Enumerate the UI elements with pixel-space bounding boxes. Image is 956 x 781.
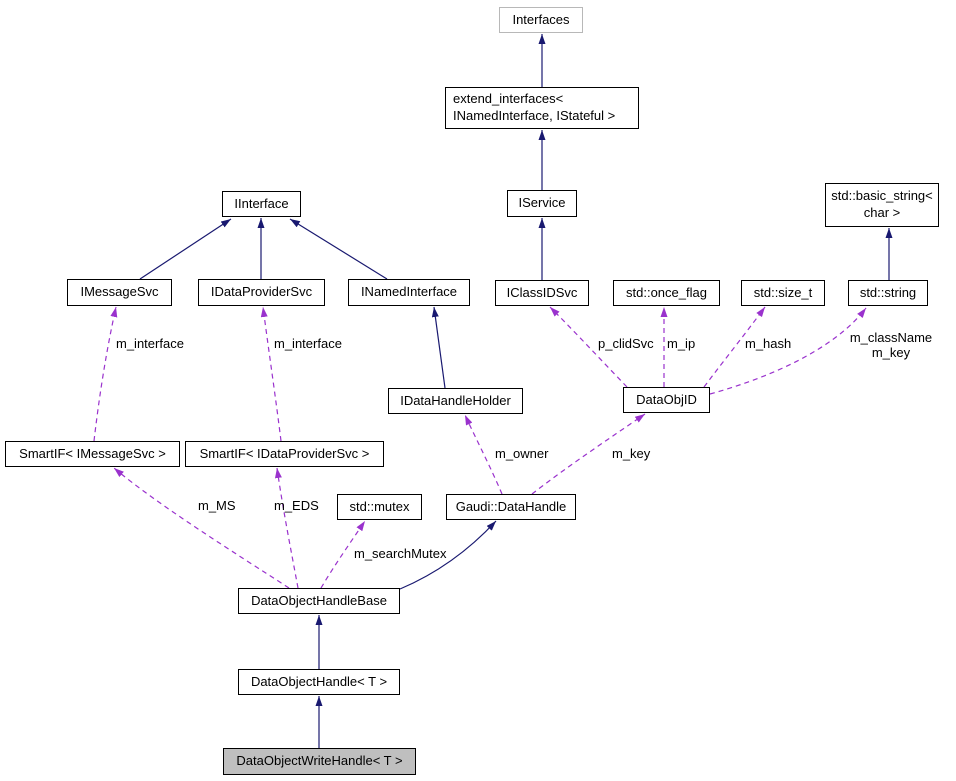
- node-idataprovidersvc-label: IDataProviderSvc: [210, 284, 313, 300]
- edge-label-m-ms: m_MS: [198, 498, 236, 513]
- node-smartif-imessagesvc[interactable]: SmartIF< IMessageSvc >: [5, 441, 180, 467]
- edge-m-searchmutex-to-std-mutex: [320, 520, 366, 589]
- node-std-basic-string: std::basic_string< char >: [825, 183, 939, 227]
- edge-label-m-classname: m_className: [849, 330, 933, 345]
- node-interfaces: Interfaces: [499, 7, 583, 33]
- node-std-size-t-label: std::size_t: [753, 284, 813, 300]
- node-std-once-flag-label: std::once_flag: [626, 284, 707, 300]
- node-imessagesvc[interactable]: IMessageSvc: [67, 279, 172, 306]
- node-idatahandleholder-label: IDataHandleHolder: [400, 392, 511, 408]
- edge-label-m-owner: m_owner: [495, 446, 549, 461]
- node-extend-interfaces-label-line2: INamedInterface, IStateful >: [453, 108, 616, 123]
- node-extend-interfaces[interactable]: extend_interfaces< INamedInterface, ISta…: [445, 87, 639, 129]
- node-imessagesvc-label: IMessageSvc: [80, 284, 159, 300]
- node-gaudi-datahandle-label: Gaudi::DataHandle: [455, 498, 567, 514]
- edge-dataobjecthandlebase-to-gaudi-datahandle: [399, 520, 497, 590]
- node-smartif-idataprovidersvc-label: SmartIF< IDataProviderSvc >: [199, 445, 370, 461]
- node-dataobjecthandle[interactable]: DataObjectHandle< T >: [238, 669, 400, 695]
- node-std-basic-string-label-line1: std::basic_string<: [831, 188, 933, 204]
- node-iinterface-label: IInterface: [234, 195, 289, 211]
- edge-label-m-key: m_key: [612, 446, 651, 461]
- node-iservice-label: IService: [518, 195, 566, 211]
- edge-m-classname-m-key-to-std-string: [709, 307, 867, 395]
- node-smartif-imessagesvc-label: SmartIF< IMessageSvc >: [19, 445, 166, 461]
- node-inamedinterface[interactable]: INamedInterface: [348, 279, 470, 306]
- edge-m-interface-to-imessagesvc: [93, 306, 118, 442]
- edge-label-m-hash: m_hash: [745, 336, 792, 351]
- edge-imessagesvc-to-iinterface: [139, 218, 232, 280]
- edge-m-hash-to-std-size-t: [703, 306, 766, 388]
- node-std-basic-string-label-line2: char >: [863, 205, 901, 220]
- edge-label-m-ip: m_ip: [667, 336, 696, 351]
- edge-label-m-classname-m-key: m_className m_key: [845, 330, 937, 361]
- node-dataobjectwritehandle-label: DataObjectWriteHandle< T >: [236, 753, 403, 769]
- node-dataobjectwritehandle-current: DataObjectWriteHandle< T >: [223, 748, 416, 775]
- node-dataobjecthandlebase-label: DataObjectHandleBase: [251, 592, 387, 608]
- node-dataobjecthandlebase[interactable]: DataObjectHandleBase: [238, 588, 400, 614]
- node-iinterface[interactable]: IInterface: [222, 191, 301, 217]
- node-std-size-t: std::size_t: [741, 280, 825, 306]
- edge-m-interface-to-idataprovidersvc: [260, 306, 282, 442]
- node-iclassidsvc-label: IClassIDSvc: [506, 284, 578, 300]
- edge-label-m-interface-2: m_interface: [274, 336, 342, 351]
- edge-p-clidsvc-to-iclassidsvc: [549, 306, 628, 388]
- node-std-mutex-label: std::mutex: [349, 498, 410, 514]
- edge-label-m-key-line2: m_key: [871, 344, 911, 360]
- node-dataobjid[interactable]: DataObjID: [623, 387, 710, 413]
- node-iservice[interactable]: IService: [507, 190, 577, 217]
- edge-label-p-clidsvc: p_clidSvc: [598, 336, 654, 351]
- node-gaudi-datahandle[interactable]: Gaudi::DataHandle: [446, 494, 576, 520]
- node-idatahandleholder[interactable]: IDataHandleHolder: [388, 388, 523, 414]
- edge-label-m-interface-1: m_interface: [116, 336, 184, 351]
- node-iclassidsvc[interactable]: IClassIDSvc: [495, 280, 589, 306]
- node-idataprovidersvc[interactable]: IDataProviderSvc: [198, 279, 325, 306]
- node-interfaces-label: Interfaces: [512, 11, 570, 27]
- node-std-string-label: std::string: [859, 284, 917, 300]
- node-dataobjid-label: DataObjID: [636, 391, 697, 407]
- edge-label-m-searchmutex: m_searchMutex: [354, 546, 447, 561]
- edge-idatahandleholder-to-inamedinterface: [431, 306, 446, 389]
- edge-label-m-eds: m_EDS: [274, 498, 319, 513]
- edge-m-eds-to-smartif-idataprovidersvc: [274, 467, 299, 589]
- node-dataobjecthandle-label: DataObjectHandle< T >: [250, 673, 388, 689]
- node-inamedinterface-label: INamedInterface: [360, 284, 458, 300]
- node-smartif-idataprovidersvc[interactable]: SmartIF< IDataProviderSvc >: [185, 441, 384, 467]
- node-std-once-flag: std::once_flag: [613, 280, 720, 306]
- edge-m-ms-to-smartif-imessagesvc: [113, 467, 290, 589]
- node-extend-interfaces-label-line1: extend_interfaces<: [453, 91, 564, 107]
- node-std-mutex: std::mutex: [337, 494, 422, 520]
- node-std-string: std::string: [848, 280, 928, 306]
- edge-inamedinterface-to-iinterface: [289, 218, 388, 280]
